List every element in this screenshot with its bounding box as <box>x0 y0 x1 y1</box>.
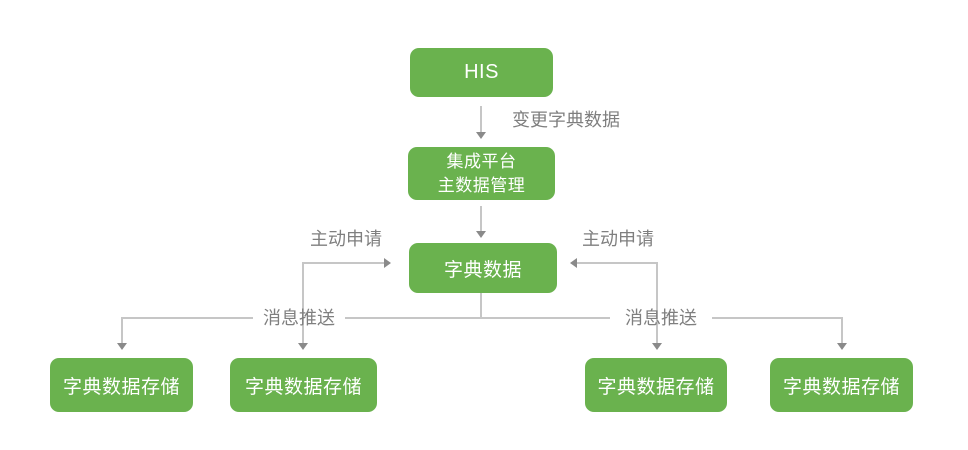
node-his-label: HIS <box>464 61 499 83</box>
arrowhead-down-icon <box>652 343 662 350</box>
node-store-3-label: 字典数据存储 <box>597 376 715 398</box>
connector-dict-rail <box>480 293 482 319</box>
connector-request-left <box>303 262 384 264</box>
arrowhead-down-icon <box>476 231 486 238</box>
connector-his-platform <box>480 106 482 132</box>
arrowhead-right-icon <box>384 258 391 268</box>
connector-left-down <box>302 262 304 344</box>
rail-segment-middle <box>345 317 610 319</box>
node-dict: 字典数据 <box>409 243 557 293</box>
node-store-3: 字典数据存储 <box>585 358 727 412</box>
arrowhead-left-icon <box>570 258 577 268</box>
node-store-4-label: 字典数据存储 <box>782 376 900 398</box>
connector-rail-store4 <box>841 317 843 344</box>
node-store-2-label: 字典数据存储 <box>244 376 362 398</box>
arrowhead-down-icon <box>298 343 308 350</box>
node-store-1-label: 字典数据存储 <box>62 376 180 398</box>
connector-platform-dict <box>480 206 482 231</box>
node-platform-line2: 主数据管理 <box>437 175 526 195</box>
edge-label-push-left: 消息推送 <box>263 308 335 328</box>
edge-label-push-right: 消息推送 <box>625 308 697 328</box>
arrowhead-down-icon <box>837 343 847 350</box>
arrowhead-down-icon <box>117 343 127 350</box>
connector-request-right <box>577 262 658 264</box>
node-store-4: 字典数据存储 <box>770 358 913 412</box>
arrowhead-down-icon <box>476 132 486 139</box>
edge-label-request-left: 主动申请 <box>310 229 382 249</box>
node-dict-label: 字典数据 <box>443 259 522 281</box>
edge-label-change-dict: 变更字典数据 <box>512 110 620 130</box>
node-platform: 集成平台 主数据管理 <box>408 147 555 200</box>
node-his: HIS <box>410 48 553 97</box>
node-store-2: 字典数据存储 <box>230 358 377 412</box>
connector-rail-store1 <box>121 317 123 344</box>
rail-segment-right <box>712 317 843 319</box>
node-platform-line1: 集成平台 <box>446 151 517 171</box>
node-store-1: 字典数据存储 <box>50 358 193 412</box>
rail-segment-left <box>121 317 253 319</box>
edge-label-request-right: 主动申请 <box>582 229 654 249</box>
connector-right-down <box>656 262 658 344</box>
